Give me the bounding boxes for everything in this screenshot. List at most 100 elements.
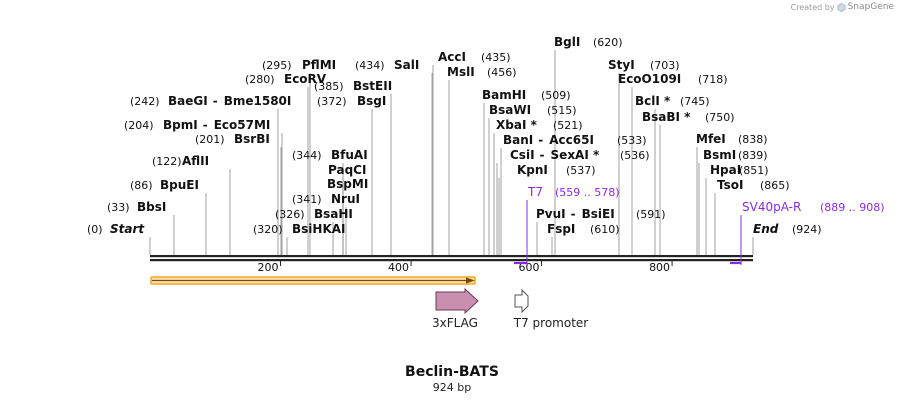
feature-3xflag[interactable]: 3xFLAG	[432, 287, 479, 330]
enzyme-name: NruI	[331, 192, 360, 206]
feature-t7-promoter[interactable]: T7 promoter	[513, 288, 589, 330]
site-bamhi[interactable]: (509)BamHI	[482, 88, 571, 102]
enzyme-name: MfeI	[696, 132, 726, 146]
site-sali[interactable]: (434)SalI	[355, 58, 419, 72]
site-paqci[interactable]: PaqCI	[328, 163, 366, 177]
tick-label: 800	[649, 261, 670, 274]
site-position: (838)	[738, 133, 768, 146]
site-bsteii[interactable]: (385)BstEII	[314, 79, 392, 93]
enzyme-name: CsiI	[510, 148, 535, 162]
site-position: (341)	[292, 193, 322, 206]
enzyme-name: BspMI	[327, 177, 368, 191]
site-position: (242)	[130, 95, 160, 108]
site-bgli[interactable]: (620)BglI	[554, 35, 623, 49]
tick-label: 400	[388, 261, 409, 274]
site-separator: -	[203, 118, 208, 132]
cut-site-lines	[149, 50, 754, 255]
site-xbai[interactable]: (521)XbaI *	[496, 118, 583, 132]
site-position: (33)	[107, 201, 130, 214]
site-bsawi[interactable]: (515)BsaWI	[489, 103, 577, 117]
orf-bar[interactable]	[150, 276, 476, 285]
enzyme-name: AflII	[182, 154, 209, 168]
credit-prefix: Created by	[790, 2, 835, 12]
site-styi[interactable]: (703)StyI	[608, 58, 680, 72]
site-position: (865)	[760, 179, 790, 192]
site-msli[interactable]: (456)MslI	[447, 65, 517, 79]
enzyme-name: BpmI	[163, 118, 198, 132]
construct-length: 924 bp	[432, 381, 472, 394]
site-position: (204)	[124, 119, 154, 132]
site-position: (750)	[705, 111, 735, 124]
primer-range: (559 .. 578)	[555, 186, 620, 199]
enzyme-name: BstEII	[353, 79, 392, 93]
site-tsoi[interactable]: (865) TsoI	[717, 178, 790, 192]
site-ecoo109i[interactable]: (718)EcoO109I	[618, 72, 728, 86]
site-position: (718)	[698, 73, 728, 86]
enzyme-name: StyI	[608, 58, 635, 72]
site-position: (320)	[253, 223, 283, 236]
site-bpmi-eco57mi[interactable]: (204)BpmI-Eco57MI	[124, 118, 270, 132]
site-bsabi[interactable]: (750) BsaBI *	[642, 110, 735, 124]
site-bcli[interactable]: (745)BclI *	[635, 94, 710, 108]
site-csii-sexai[interactable]: (536)CsiI-SexAI *	[510, 148, 650, 162]
site-hpai[interactable]: (851)HpaI	[710, 163, 769, 177]
enzyme-name: BsgI	[357, 94, 386, 108]
site-position: (509)	[541, 89, 571, 102]
end-label: End	[753, 222, 779, 236]
site-nrui[interactable]: (341) NruI	[292, 192, 360, 206]
feature-t7-promoter-label: T7 promoter	[513, 316, 589, 330]
enzyme-name: BsaBI *	[642, 110, 691, 124]
site-position: (839)	[738, 149, 768, 162]
site-mfei[interactable]: (838) MfeI	[696, 132, 768, 146]
site-pvui-bsiei[interactable]: (591)PvuI-BsiEI	[536, 207, 666, 221]
site-acci[interactable]: (435)AccI	[438, 50, 511, 64]
site-position: (434)	[355, 59, 385, 72]
site-pflmi[interactable]: (295)PflMI	[262, 58, 336, 72]
site-bsgi[interactable]: (372)BsgI	[317, 94, 386, 108]
site-position: (122)	[152, 155, 182, 168]
site-bspmi[interactable]: BspMI	[327, 177, 368, 191]
site-bbsi[interactable]: (33)BbsI	[107, 200, 166, 214]
enzyme-name: BsmI	[703, 148, 736, 162]
primer-t7[interactable]: T7(559 .. 578)	[514, 185, 620, 265]
feature-3xflag-label: 3xFLAG	[432, 316, 478, 330]
site-fspi[interactable]: (610)FspI	[547, 222, 620, 236]
site-bsahi[interactable]: (326) BsaHI	[275, 207, 353, 221]
site-position: (201)	[195, 133, 225, 146]
site-position: (620)	[593, 36, 623, 49]
site-position: (456)	[487, 66, 517, 79]
enzyme-name: BpuEI	[160, 178, 199, 192]
site-position: (536)	[620, 149, 650, 162]
start-position: (0)	[87, 223, 103, 236]
site-position: (326)	[275, 208, 305, 221]
enzyme-name: BsaHI	[314, 207, 353, 221]
site-bfuai[interactable]: (344)BfuAI	[292, 148, 368, 162]
site-position: (591)	[636, 208, 666, 221]
sequence-backbone	[150, 255, 753, 262]
enzyme-name: SexAI *	[551, 148, 600, 162]
enzyme-name: BanI	[503, 133, 533, 147]
site-ecorv[interactable]: (280)EcoRV	[245, 72, 327, 86]
snapgene-logo-icon	[837, 2, 846, 12]
site-bani-acc65i[interactable]: (533)BanI-Acc65I	[503, 133, 647, 147]
site-position: (745)	[680, 95, 710, 108]
site-position: (610)	[590, 223, 620, 236]
backbone-lower-strand	[150, 259, 753, 262]
site-position: (851)	[739, 164, 769, 177]
site-baegi-bme1580i[interactable]: (242)BaeGI-Bme1580I	[130, 94, 291, 108]
t7-promoter-arrow-icon	[514, 288, 529, 314]
site-aflii[interactable]: (122)AflII	[152, 154, 209, 168]
enzyme-name: BaeGI	[168, 94, 208, 108]
primer-range: (889 .. 908)	[820, 201, 885, 214]
site-bsrbi[interactable]: (201) BsrBI	[195, 132, 270, 146]
site-separator: -	[213, 94, 218, 108]
primer-name: SV40pA-R	[742, 200, 801, 214]
primer-sv40pa-r[interactable]: SV40pA-R (889 .. 908)	[730, 200, 885, 265]
site-kpni[interactable]: (537)KpnI	[517, 163, 596, 177]
site-position: (86)	[130, 179, 153, 192]
site-bsihkai[interactable]: (320)BsiHKAI	[253, 222, 346, 236]
site-bsmi[interactable]: (839)BsmI	[703, 148, 768, 162]
enzyme-name: BsrBI	[234, 132, 270, 146]
site-bpuei[interactable]: (86) BpuEI	[130, 178, 199, 192]
enzyme-name: TsoI	[717, 178, 743, 192]
